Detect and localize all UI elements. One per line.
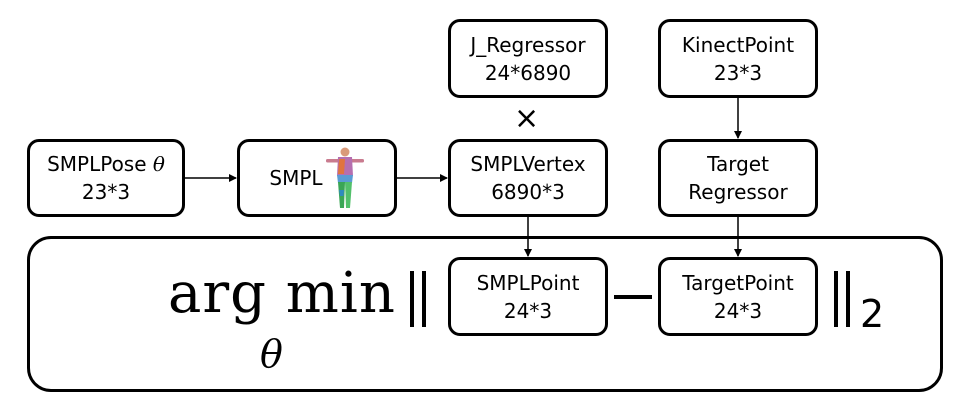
norm-open-bars bbox=[410, 271, 426, 327]
argmin-theta-subscript: θ bbox=[260, 332, 283, 376]
target-point-box: TargetPoint 24*3 bbox=[658, 257, 818, 336]
smpl-vertex-box: SMPLVertex 6890*3 bbox=[448, 139, 608, 217]
target-point-dims: 24*3 bbox=[713, 298, 763, 323]
j-regressor-box: J_Regressor 24*6890 bbox=[448, 19, 608, 98]
multiply-symbol: × bbox=[514, 101, 540, 136]
smpl-vertex-dims: 6890*3 bbox=[491, 180, 565, 204]
human-body-mesh-icon bbox=[325, 147, 364, 208]
smpl-point-dims: 24*3 bbox=[503, 298, 553, 323]
smpl-label: SMPL bbox=[269, 166, 323, 190]
target-regressor-box: Target Regressor bbox=[658, 139, 818, 217]
kinect-point-dims: 23*3 bbox=[713, 60, 763, 85]
smpl-point-title: SMPLPoint bbox=[476, 270, 580, 295]
minus-sign bbox=[614, 295, 652, 299]
smpl-pose-box: SMPLPose θ 23*3 bbox=[27, 139, 185, 217]
target-regressor-line1: Target bbox=[707, 152, 769, 176]
target-regressor-line2: Regressor bbox=[688, 180, 788, 204]
smpl-vertex-title: SMPLVertex bbox=[470, 152, 586, 176]
j-regressor-title: J_Regressor bbox=[470, 32, 586, 57]
norm-subscript: 2 bbox=[860, 292, 885, 336]
smpl-pose-title: SMPLPose θ bbox=[47, 152, 165, 176]
argmin-operator: arg min bbox=[168, 261, 396, 326]
objective-box bbox=[27, 236, 943, 392]
smpl-box: SMPL bbox=[237, 139, 397, 217]
target-point-title: TargetPoint bbox=[682, 270, 794, 295]
j-regressor-dims: 24*6890 bbox=[484, 60, 572, 85]
smpl-pose-dims: 23*3 bbox=[81, 180, 131, 204]
kinect-point-title: KinectPoint bbox=[681, 32, 795, 57]
kinect-point-box: KinectPoint 23*3 bbox=[658, 19, 818, 98]
smpl-point-box: SMPLPoint 24*3 bbox=[448, 257, 608, 336]
theta-symbol: θ bbox=[152, 152, 165, 176]
norm-close-bars bbox=[834, 271, 850, 327]
